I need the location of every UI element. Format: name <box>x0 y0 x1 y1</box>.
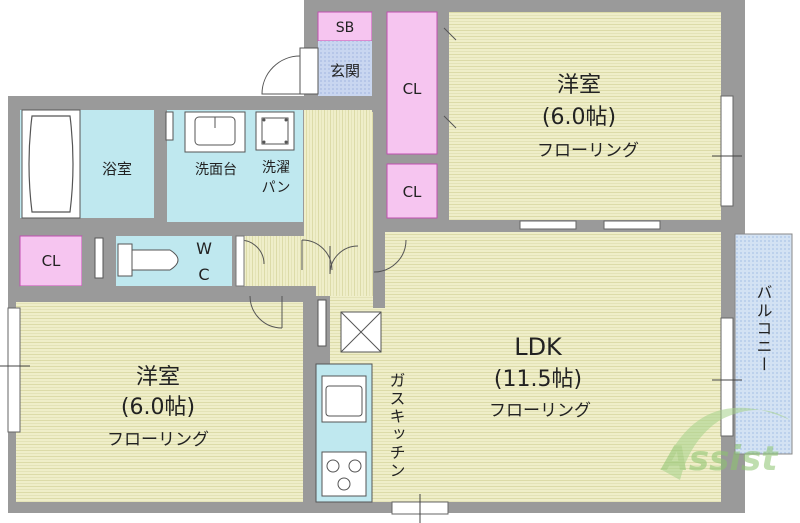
washing-machine-pan-icon <box>255 111 295 151</box>
wc-label-2: C <box>198 265 209 284</box>
hall-lower-floor <box>236 236 316 286</box>
toilet-icon <box>117 243 179 277</box>
niche-top <box>165 111 174 141</box>
bath-label: 浴室 <box>102 160 132 178</box>
assist-logo-text: Assist <box>660 439 780 479</box>
closet-top <box>386 11 438 155</box>
western-room-top-name: 洋室 <box>557 73 601 98</box>
wc-label-1: W <box>196 239 212 258</box>
assist-logo: Assist <box>660 407 790 480</box>
western-room-left-size: (6.0帖) <box>121 395 195 420</box>
shoe-box-wall <box>372 12 376 112</box>
laundry-label-1: 洗濯 <box>262 160 290 176</box>
ldk-floor <box>385 232 721 502</box>
western-room-left-name: 洋室 <box>136 365 180 390</box>
balcony-label: バルコニー <box>754 284 773 374</box>
bathtub-icon <box>21 109 81 219</box>
western-room-left-floor <box>16 302 303 502</box>
closet-mid <box>386 163 438 219</box>
western-room-top-floor-type: フローリング <box>537 141 639 161</box>
left-room-top-wall <box>20 286 316 302</box>
closet-mid-label: CL <box>403 183 422 201</box>
closet-left-label: CL <box>42 252 61 270</box>
niche-kitchen <box>317 299 327 347</box>
bath-wall <box>154 110 167 222</box>
balcony-area <box>734 233 793 455</box>
closet-top-label: CL <box>403 80 422 98</box>
western-room-top-size: (6.0帖) <box>542 105 616 130</box>
gas-stove-icon <box>321 451 367 497</box>
windows <box>7 95 734 515</box>
ldk-name: LDK <box>514 333 563 361</box>
ldk-floor-type: フローリング <box>489 401 591 421</box>
bath-inner-sill <box>20 218 167 226</box>
entrance-label: 玄関 <box>330 62 360 80</box>
window-ticks <box>0 155 742 523</box>
kitchen-label: ガスキッチン <box>387 372 406 480</box>
niche-left <box>94 237 104 279</box>
ldk-size: (11.5帖) <box>494 367 582 392</box>
washstand-label: 洗面台 <box>195 162 237 178</box>
shoe-box-label: SB <box>336 20 355 36</box>
western-room-left-floor-type: フローリング <box>107 430 209 450</box>
door-panel <box>235 235 245 287</box>
fridge-space-icon <box>340 311 382 353</box>
western-room-top-floor <box>449 12 721 220</box>
laundry-label-2: パン <box>262 180 291 196</box>
washbasin-icon <box>184 111 246 153</box>
entrance-floor <box>318 41 372 96</box>
